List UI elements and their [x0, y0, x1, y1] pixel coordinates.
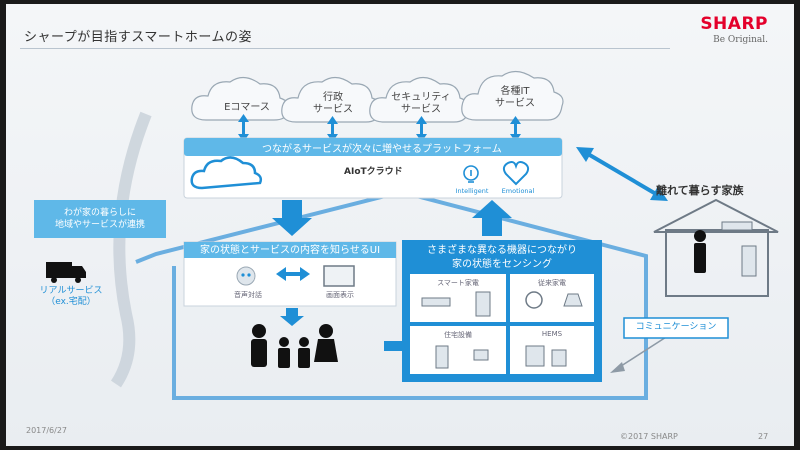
device-cell-housing	[410, 326, 506, 374]
down-arrow	[272, 200, 312, 236]
faucet-icon	[473, 349, 489, 361]
intelligent-label: Intelligent	[455, 187, 489, 195]
title-underline	[20, 48, 670, 49]
real-service-label: リアルサービス （ex.宅配）	[39, 286, 103, 307]
door-icon	[435, 345, 449, 369]
intelligent-icon	[463, 165, 479, 183]
cell-label-housing: 住宅設備	[444, 331, 472, 339]
cloud-label-ecommerce: Eコマース	[224, 102, 270, 113]
family-arrow	[280, 308, 304, 326]
left-curve-arrow	[110, 111, 152, 388]
ui-horizontal-arrow	[276, 267, 310, 281]
cell-label-smart: スマート家電	[437, 279, 479, 287]
cell-label-hems: HEMS	[541, 330, 563, 338]
fridge-icon	[475, 291, 491, 317]
far-family-label: 離れて暮らす家族	[656, 184, 744, 197]
aircon-icon	[421, 297, 451, 307]
cloud-name: AIoTクラウド	[344, 167, 403, 177]
far-house-roof	[653, 198, 779, 233]
far-person-icon	[694, 230, 706, 273]
truck-icon	[46, 262, 86, 283]
up-arrow	[472, 200, 512, 236]
cell-label-legacy: 従来家電	[538, 279, 566, 287]
devices-title-1: さまざまな異なる機器につながり	[427, 245, 577, 256]
far-aircon-icon	[721, 221, 753, 231]
communication-label: コミュニケーション	[635, 322, 717, 332]
battery-icon	[551, 349, 567, 367]
lamp-icon	[563, 293, 583, 307]
brand-block: SHARP Be Original.	[700, 14, 768, 45]
robot-icon	[236, 266, 256, 286]
footer-page-number: 27	[758, 432, 769, 441]
sharp-logo: SHARP	[700, 14, 768, 34]
platform-title: つながるサービスが次々に増やせるプラットフォーム	[262, 144, 502, 155]
platform-header	[184, 138, 562, 156]
fan-icon	[525, 291, 543, 309]
cloud-label-it: 各種IT サービス	[495, 86, 535, 109]
far-fridge-icon	[741, 245, 757, 277]
emotional-icon	[502, 161, 530, 186]
cloud-label-security: セキュリティ サービス	[391, 92, 451, 115]
region-box	[34, 200, 166, 238]
communication-box	[623, 317, 729, 339]
devices-title-2: 家の状態をセンシング	[452, 259, 552, 270]
page-title: シャープが目指すスマートホームの姿	[24, 30, 252, 45]
ui-box-header	[184, 242, 396, 258]
panel-icon	[525, 345, 545, 367]
screen-label: 画面表示	[326, 291, 354, 299]
device-cell-legacy	[510, 274, 594, 322]
footer-date: 2017/6/27	[26, 426, 68, 435]
cloud-it-services	[461, 70, 564, 121]
far-house-body	[665, 229, 769, 297]
brand-tagline: Be Original.	[713, 35, 768, 45]
region-label: わが家の暮らしに 地域やサービスが連携	[54, 208, 145, 230]
ui-box-title: 家の状態とサービスの内容を知らせるUI	[199, 245, 381, 256]
footer-copyright: ©2017 SHARP	[620, 432, 678, 441]
diagram-graphics	[34, 70, 779, 400]
voice-label: 音声対話	[234, 291, 262, 299]
tv-icon	[323, 265, 355, 287]
platform-cloud-icon	[190, 156, 263, 190]
diagonal-arrow-top	[576, 147, 668, 201]
emotional-label: Emotional	[501, 187, 535, 195]
slide: シャープが目指すスマートホームの姿 SHARP Be Original.	[6, 4, 794, 446]
cloud-label-admin: 行政 サービス	[313, 92, 353, 115]
house-outline	[135, 189, 648, 400]
family-icon	[251, 324, 338, 368]
